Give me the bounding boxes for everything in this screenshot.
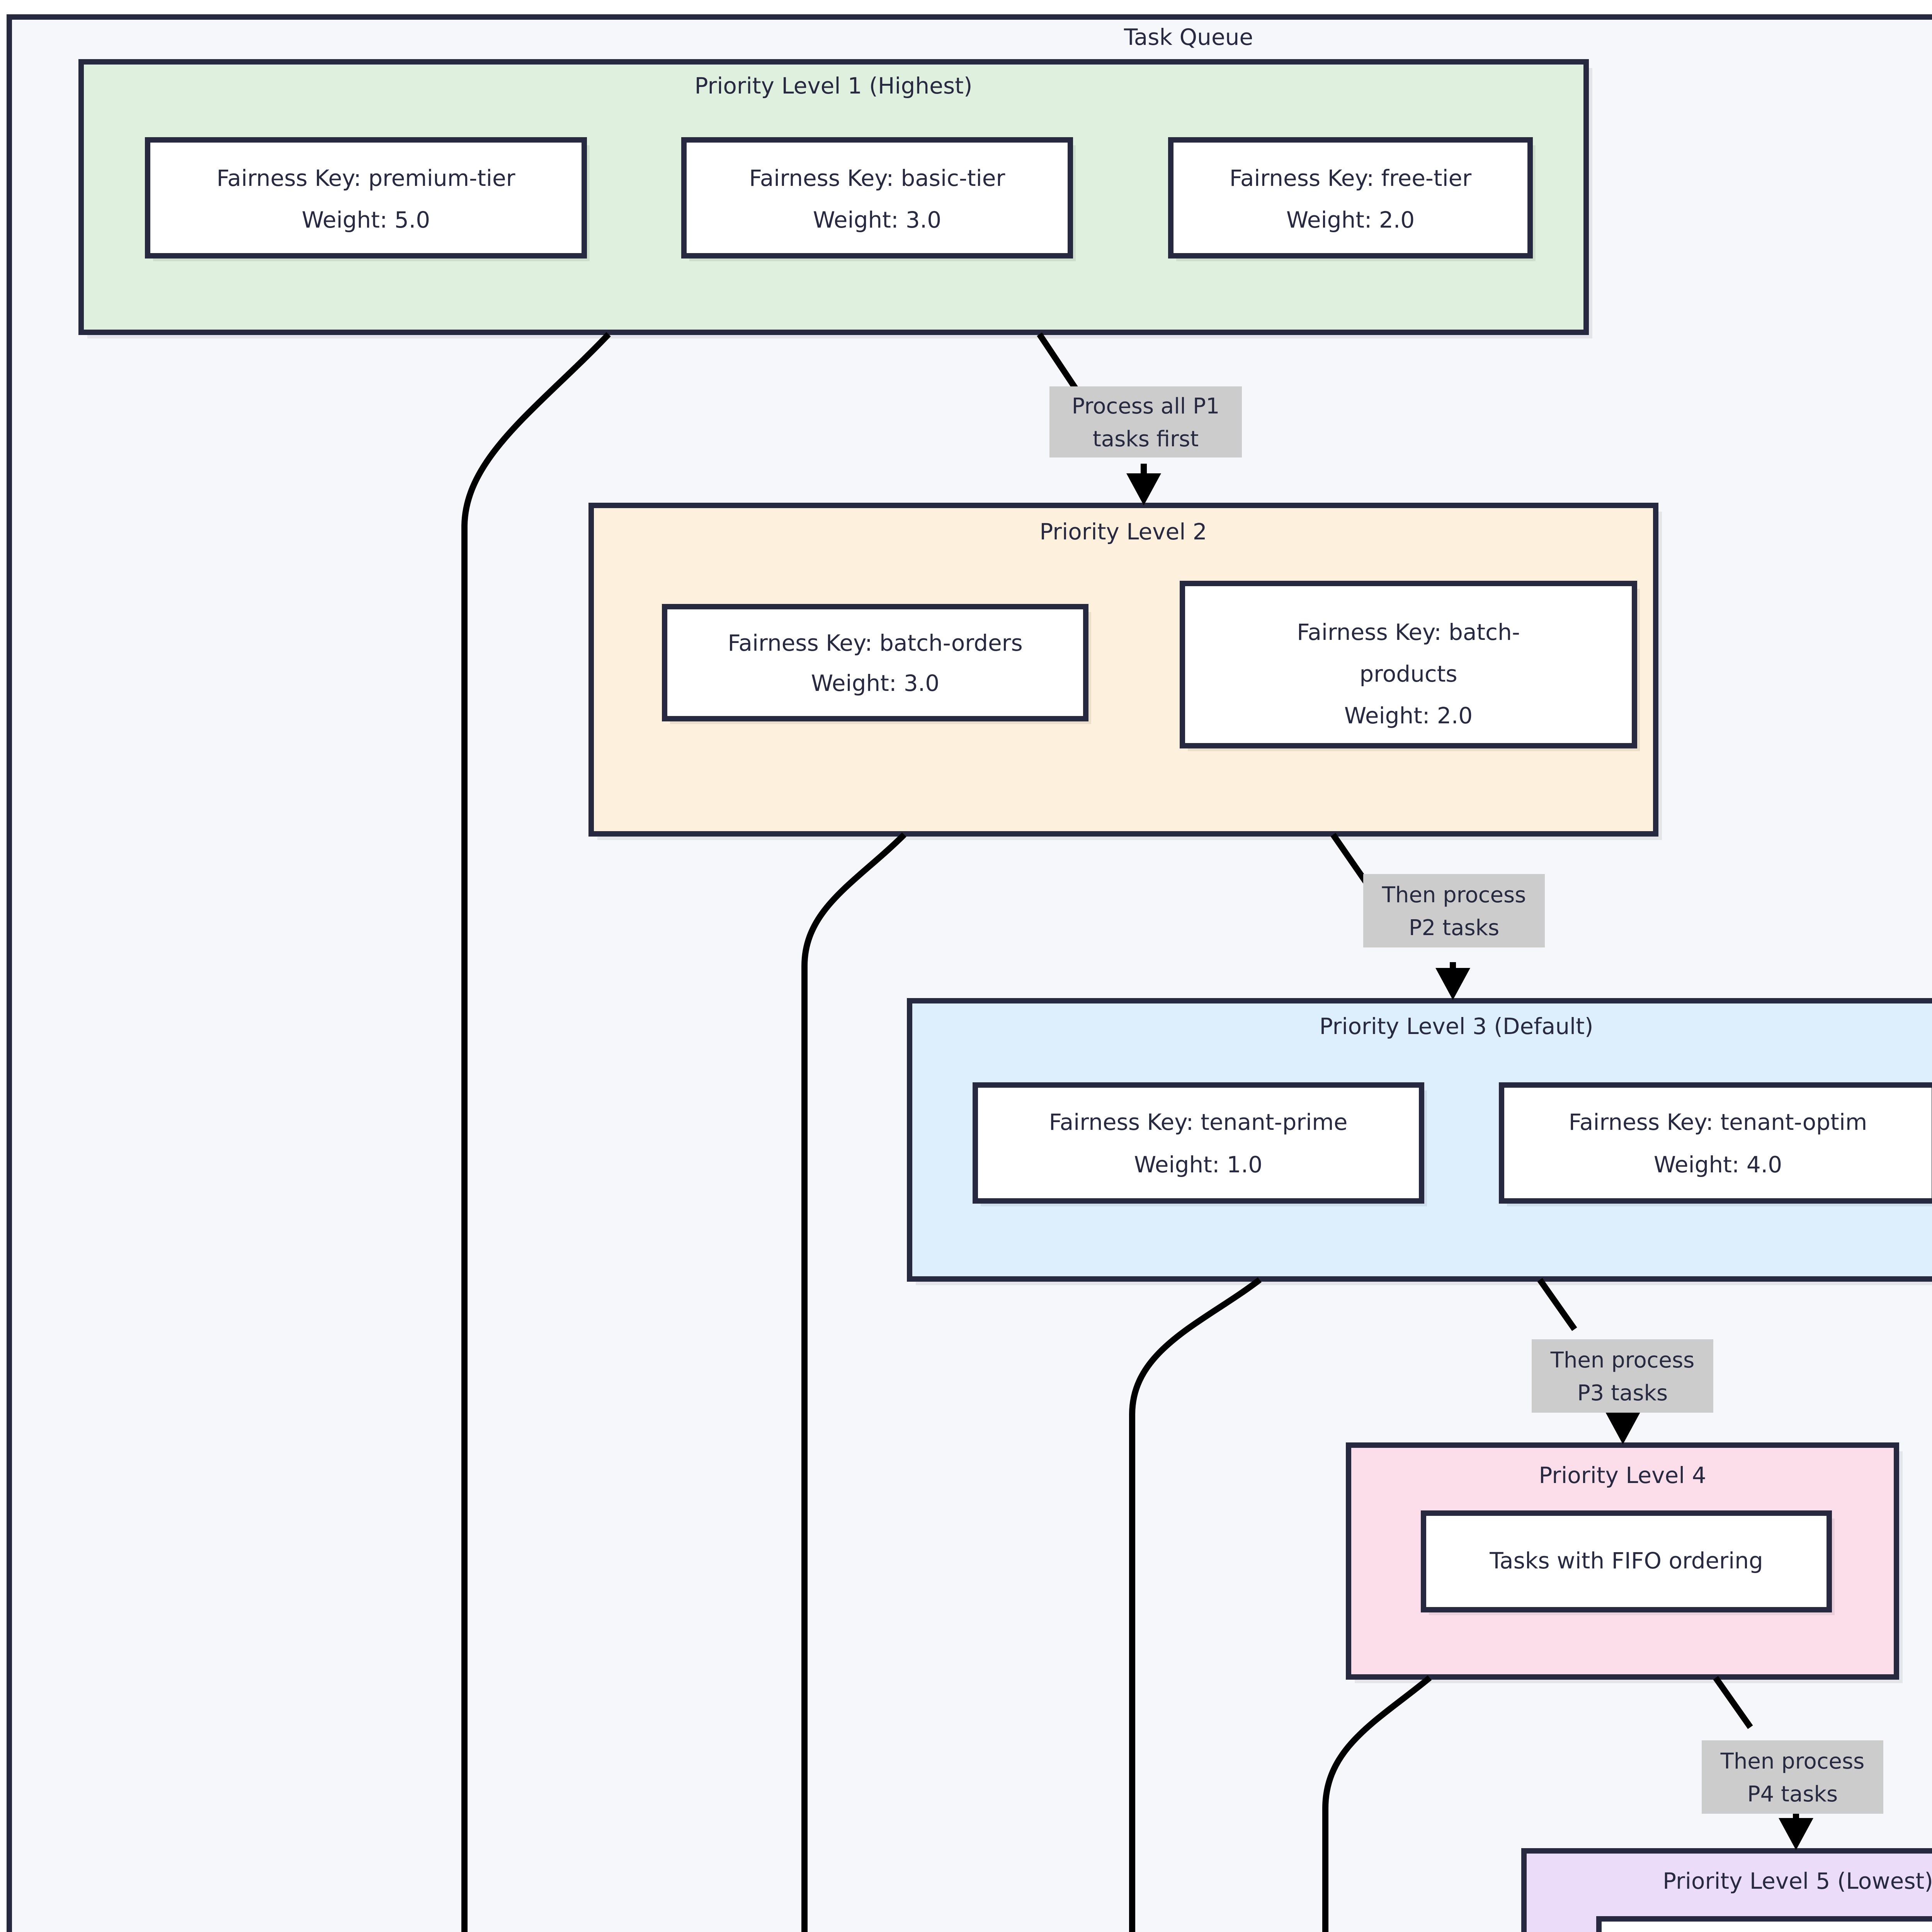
edge-label-p1-p2-line1: Process all P1: [1072, 394, 1220, 419]
cluster-priority-4: Priority Level 4 Tasks with FIFO orderin…: [1346, 1442, 1903, 1683]
edge-p1-workers-path: [461, 332, 611, 1932]
p1-free-rect[interactable]: [1168, 137, 1533, 259]
p4-fifo-text: Tasks with FIFO ordering: [1489, 1548, 1763, 1574]
edge-p3-p4-arrowhead: [1605, 1412, 1640, 1444]
node-p2-products[interactable]: Fairness Key: batch- products Weight: 2.…: [1180, 581, 1640, 751]
p2-orders-key: Fairness Key: batch-orders: [728, 630, 1022, 656]
node-p2-orders[interactable]: Fairness Key: batch-orders Weight: 3.0: [662, 604, 1091, 724]
edge-p4-p5-path: [1713, 1676, 1753, 1729]
edge-p2-to-workers: [801, 832, 906, 1932]
p3-prime-key: Fairness Key: tenant-prime: [1049, 1109, 1348, 1135]
node-p3-optim[interactable]: Fairness Key: tenant-optim Weight: 4.0: [1499, 1082, 1932, 1206]
cluster-priority-2: Priority Level 2 Fairness Key: batch-ord…: [588, 503, 1662, 840]
p3-optim-weight: Weight: 4.0: [1654, 1151, 1782, 1178]
edge-label-p3-p4-bg: [1532, 1339, 1713, 1413]
p2-products-key-line1: Fairness Key: batch-: [1297, 619, 1520, 645]
p1-basic-weight: Weight: 3.0: [813, 207, 941, 233]
p3-optim-key: Fairness Key: tenant-optim: [1569, 1109, 1867, 1135]
edge-p3-to-workers: [1129, 1277, 1262, 1932]
p5-fifo-rect[interactable]: [1596, 1916, 1932, 1932]
edge-p4-workers-path: [1322, 1675, 1432, 1932]
edge-p2-p3-path: [1330, 833, 1371, 887]
p1-free-key: Fairness Key: free-tier: [1230, 165, 1472, 191]
p3-optim-rect[interactable]: [1499, 1082, 1932, 1204]
edge-p3-workers-path: [1129, 1277, 1262, 1932]
edge-label-p3-p4: Then process P3 tasks: [1532, 1339, 1713, 1413]
edge-p4-p5-arrowhead: [1779, 1818, 1813, 1850]
edge-label-p4-p5: Then process P4 tasks: [1702, 1740, 1883, 1814]
p3-prime-weight: Weight: 1.0: [1134, 1151, 1262, 1178]
cluster-priority-3: Priority Level 3 (Default) Fairness Key:…: [907, 998, 1932, 1285]
edge-label-p2-p3-line2: P2 tasks: [1409, 915, 1499, 940]
p1-basic-rect[interactable]: [681, 137, 1073, 259]
edge-label-p4-p5-line2: P4 tasks: [1747, 1782, 1838, 1807]
edge-label-p1-p2: Process all P1 tasks first: [1049, 386, 1242, 457]
p2-products-rect[interactable]: [1180, 581, 1637, 748]
edge-p4-to-workers: [1322, 1675, 1432, 1932]
node-p4-fifo[interactable]: Tasks with FIFO ordering: [1421, 1510, 1835, 1615]
task-queue-title: Task Queue: [1124, 24, 1253, 50]
p1-basic-key: Fairness Key: basic-tier: [749, 165, 1005, 191]
node-p1-premium[interactable]: Fairness Key: premium-tier Weight: 5.0: [145, 137, 590, 261]
edge-label-p1-p2-bg: [1049, 386, 1242, 457]
node-p1-free[interactable]: Fairness Key: free-tier Weight: 2.0: [1168, 137, 1536, 261]
edge-label-p1-p2-line2: tasks first: [1093, 427, 1199, 452]
edge-label-p4-p5-line1: Then process: [1720, 1749, 1865, 1774]
priority-5-title: Priority Level 5 (Lowest): [1663, 1868, 1932, 1894]
p4-fifo-rect[interactable]: [1421, 1510, 1832, 1612]
edge-p1-p2-arrowhead: [1126, 473, 1161, 505]
p1-premium-weight: Weight: 5.0: [302, 207, 430, 233]
edge-label-p3-p4-line2: P3 tasks: [1577, 1381, 1668, 1406]
p2-orders-rect[interactable]: [662, 604, 1088, 721]
edge-p3-p4-path: [1537, 1278, 1577, 1331]
node-p5-fifo[interactable]: Tasks with FIFO ordering: [1596, 1916, 1932, 1932]
node-p3-prime[interactable]: Fairness Key: tenant-prime Weight: 1.0: [973, 1082, 1427, 1206]
edge-p2-p3-arrowhead: [1435, 968, 1470, 1000]
priority-4-title: Priority Level 4: [1539, 1462, 1706, 1488]
priority-1-title: Priority Level 1 (Highest): [695, 73, 973, 99]
edge-label-p3-p4-line1: Then process: [1550, 1348, 1695, 1373]
p2-products-key-line2: products: [1359, 661, 1457, 687]
edge-label-p2-p3-line1: Then process: [1382, 883, 1526, 908]
cluster-task-queue: Task Queue: [7, 14, 1932, 1932]
node-p1-basic[interactable]: Fairness Key: basic-tier Weight: 3.0: [681, 137, 1076, 261]
p2-products-weight: Weight: 2.0: [1344, 702, 1473, 729]
p1-free-weight: Weight: 2.0: [1286, 207, 1415, 233]
p1-premium-rect[interactable]: [145, 137, 587, 259]
cluster-priority-1: Priority Level 1 (Highest) Fairness Key:…: [78, 59, 1592, 338]
edge-label-p2-p3: Then process P2 tasks: [1363, 874, 1545, 947]
p3-prime-rect[interactable]: [973, 1082, 1424, 1204]
cluster-priority-5: Priority Level 5 (Lowest) Tasks with FIF…: [1521, 1848, 1932, 1932]
edge-p2-to-p3: [1330, 833, 1470, 1000]
p2-orders-weight: Weight: 3.0: [811, 670, 939, 696]
priority-3-title: Priority Level 3 (Default): [1320, 1013, 1594, 1039]
priority-2-title: Priority Level 2: [1039, 519, 1207, 545]
edge-p2-workers-path: [801, 832, 906, 1932]
edge-label-p4-p5-bg: [1702, 1740, 1883, 1814]
p1-premium-key: Fairness Key: premium-tier: [216, 165, 515, 191]
edge-label-p2-p3-bg: [1363, 874, 1545, 947]
edge-p1-to-workers: [461, 332, 611, 1932]
